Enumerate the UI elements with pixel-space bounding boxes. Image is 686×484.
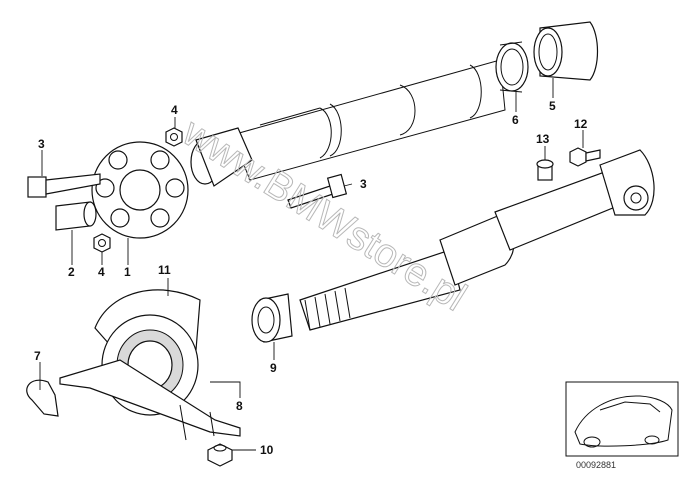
callout-11: 11 (158, 263, 171, 277)
callout-7: 7 (34, 349, 41, 363)
sleeve-part-2 (55, 201, 97, 231)
flex-disc-part-1 (91, 141, 189, 239)
callout-8: 8 (236, 399, 243, 413)
front-propshaft-section (190, 59, 506, 187)
bolt-part-3-right (287, 173, 348, 209)
sleeve-part-5 (533, 21, 599, 81)
callout-2: 2 (68, 265, 75, 279)
bolt-part-12 (569, 147, 601, 167)
callout-4-bottom: 4 (98, 265, 105, 279)
callout-6: 6 (512, 113, 519, 127)
center-bearing-support-part-8 (59, 314, 241, 441)
callout-10: 10 (260, 443, 274, 457)
rear-propshaft-assembly (299, 149, 655, 331)
reference-code: 00092881 (576, 460, 616, 470)
callout-3-right: 3 (360, 177, 367, 191)
callout-1: 1 (124, 265, 131, 279)
car-thumbnail-icon (565, 381, 679, 457)
leader-lines (39, 78, 584, 451)
bolt-part-3-left (27, 173, 101, 198)
callout-12: 12 (574, 117, 588, 131)
callout-9: 9 (270, 361, 277, 375)
callout-13: 13 (536, 132, 550, 146)
callout-3-left: 3 (38, 137, 45, 151)
callout-5: 5 (549, 99, 556, 113)
callout-4-top: 4 (171, 103, 178, 117)
nut-part-13 (536, 159, 554, 181)
sleeve-part-6 (495, 41, 529, 93)
nut-part-4-bottom (93, 233, 111, 253)
bearing-part-9 (251, 293, 293, 343)
watermark-text: www.BMWstore.pl (174, 110, 473, 320)
circlip-part-7 (26, 379, 59, 417)
callout-labels: 1 2 3 3 4 4 5 6 7 8 9 10 11 12 13 (34, 99, 588, 457)
nut-part-4-top (165, 127, 183, 147)
nut-part-10 (207, 443, 233, 467)
